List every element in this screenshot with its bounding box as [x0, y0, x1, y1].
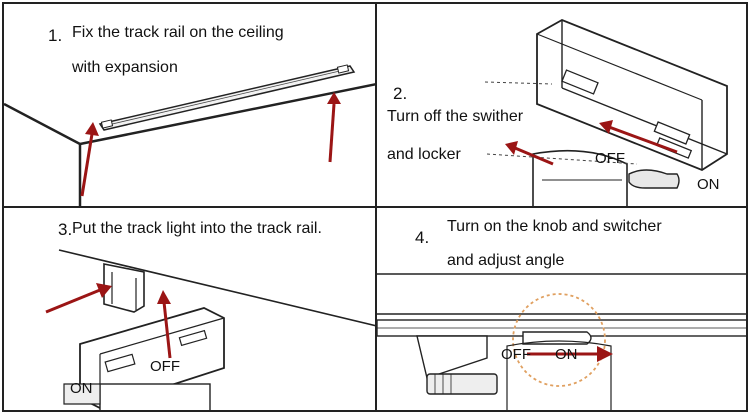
arrow-left [80, 133, 94, 197]
step-3-on-label: ON [70, 380, 93, 397]
step-1-line2: with expansion [72, 59, 178, 76]
step-3-off-label: OFF [150, 358, 180, 375]
step-4-off-label: OFF [501, 346, 531, 363]
step-1-panel: 1. Fix the track rail on the ceiling wit… [2, 2, 377, 208]
step-4-line1: Turn on the knob and switcher [447, 218, 662, 235]
slot-1 [561, 69, 599, 95]
arrow-insert [45, 288, 101, 314]
step-4-number: 4. [415, 228, 430, 247]
step-2-on-label: ON [697, 176, 720, 193]
step-2-off-label: OFF [595, 150, 625, 167]
step-2-panel: 2. Turn off the swither and locker OFF O… [375, 2, 748, 208]
step-3-line1: Put the track light into the track rail. [72, 220, 322, 237]
arrow-off [608, 125, 678, 154]
slot-2 [653, 121, 691, 145]
step-2-illustration [484, 19, 728, 206]
arrow-off [162, 301, 172, 359]
step-1-line1: Fix the track rail on the ceiling [72, 24, 284, 41]
step-1-number: 1. [48, 26, 63, 45]
knob-icon [426, 373, 498, 395]
arrow-locker [514, 146, 554, 166]
switch-lever-icon [63, 383, 101, 405]
step-4-line2: and adjust angle [447, 252, 565, 269]
step-2-line1: Turn off the swither [387, 108, 524, 125]
switch-lever-icon [628, 169, 680, 189]
adapter-housing [536, 19, 728, 172]
step-4-illustration [377, 273, 746, 410]
ceiling-line [58, 249, 375, 327]
step-2-line2: and locker [387, 146, 461, 163]
step-3-panel: 3. Put the track light into the track ra… [2, 206, 377, 412]
step-4-on-label: ON [555, 346, 578, 363]
arrow-right [328, 103, 336, 163]
track-rail-section [103, 263, 145, 313]
ceiling-edge-left [4, 102, 81, 146]
light-base [532, 149, 628, 206]
step-2-number: 2. [393, 84, 408, 103]
step-4-panel: 4. Turn on the knob and switcher and adj… [375, 206, 748, 412]
step-3-illustration [45, 249, 375, 410]
ceiling-edge-right [79, 83, 375, 146]
switch-highlight [512, 293, 606, 387]
step-1-illustration [4, 64, 375, 206]
step-3-number: 3. [58, 220, 73, 239]
